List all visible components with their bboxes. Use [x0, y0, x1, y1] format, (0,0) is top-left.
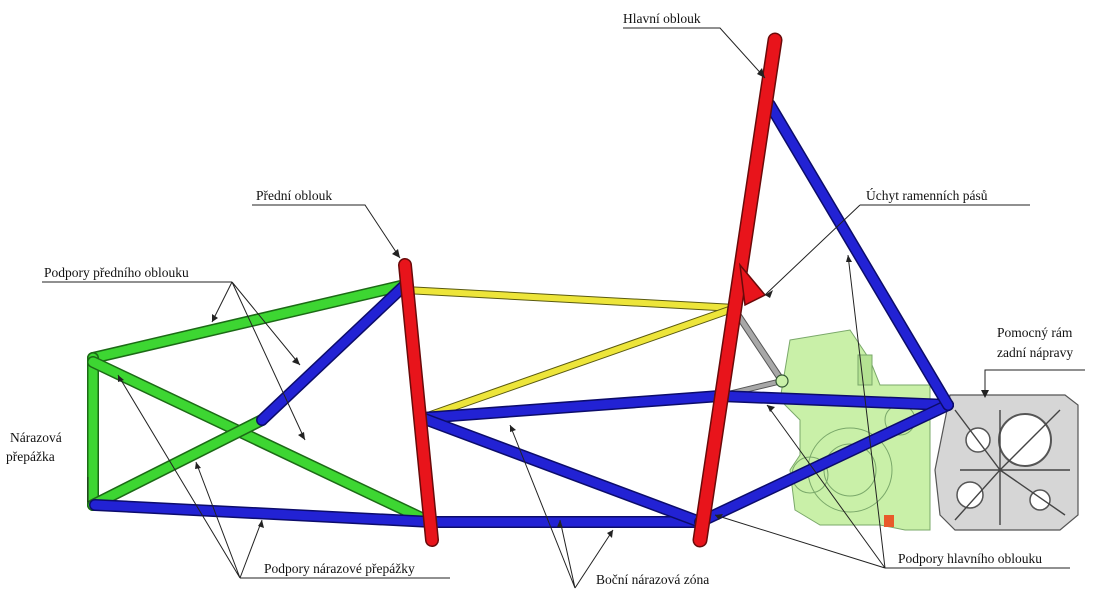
label-rear-subframe-line2: zadní nápravy — [997, 345, 1073, 360]
label-harness-mount: Úchyt ramenních pásů — [866, 188, 988, 203]
label-bulkhead-line2: přepážka — [6, 449, 55, 464]
side-impact-tubes — [89, 99, 954, 528]
rear-axle-subframe — [934, 394, 1079, 531]
diagonal-bars — [401, 286, 739, 422]
front-hoop-supports — [87, 279, 436, 528]
label-front-hoop: Přední oblouk — [256, 188, 332, 203]
label-main-hoop: Hlavní oblouk — [623, 11, 701, 26]
label-rear-subframe-line1: Pomocný rám — [997, 325, 1073, 340]
label-main-hoop-supports: Podpory hlavního oblouku — [898, 551, 1042, 566]
label-front-hoop-supports: Podpory předního oblouku — [44, 265, 189, 280]
label-bulkhead-supports: Podpory nárazové přepážky — [264, 561, 415, 576]
front-hoop — [398, 258, 439, 547]
main-hoop — [692, 32, 783, 548]
leader-lines — [42, 27, 1085, 589]
label-bulkhead-line1: Nárazová — [10, 430, 62, 445]
label-side-impact-zone: Boční nárazová zóna — [596, 572, 709, 587]
arrow-heads — [118, 68, 989, 538]
